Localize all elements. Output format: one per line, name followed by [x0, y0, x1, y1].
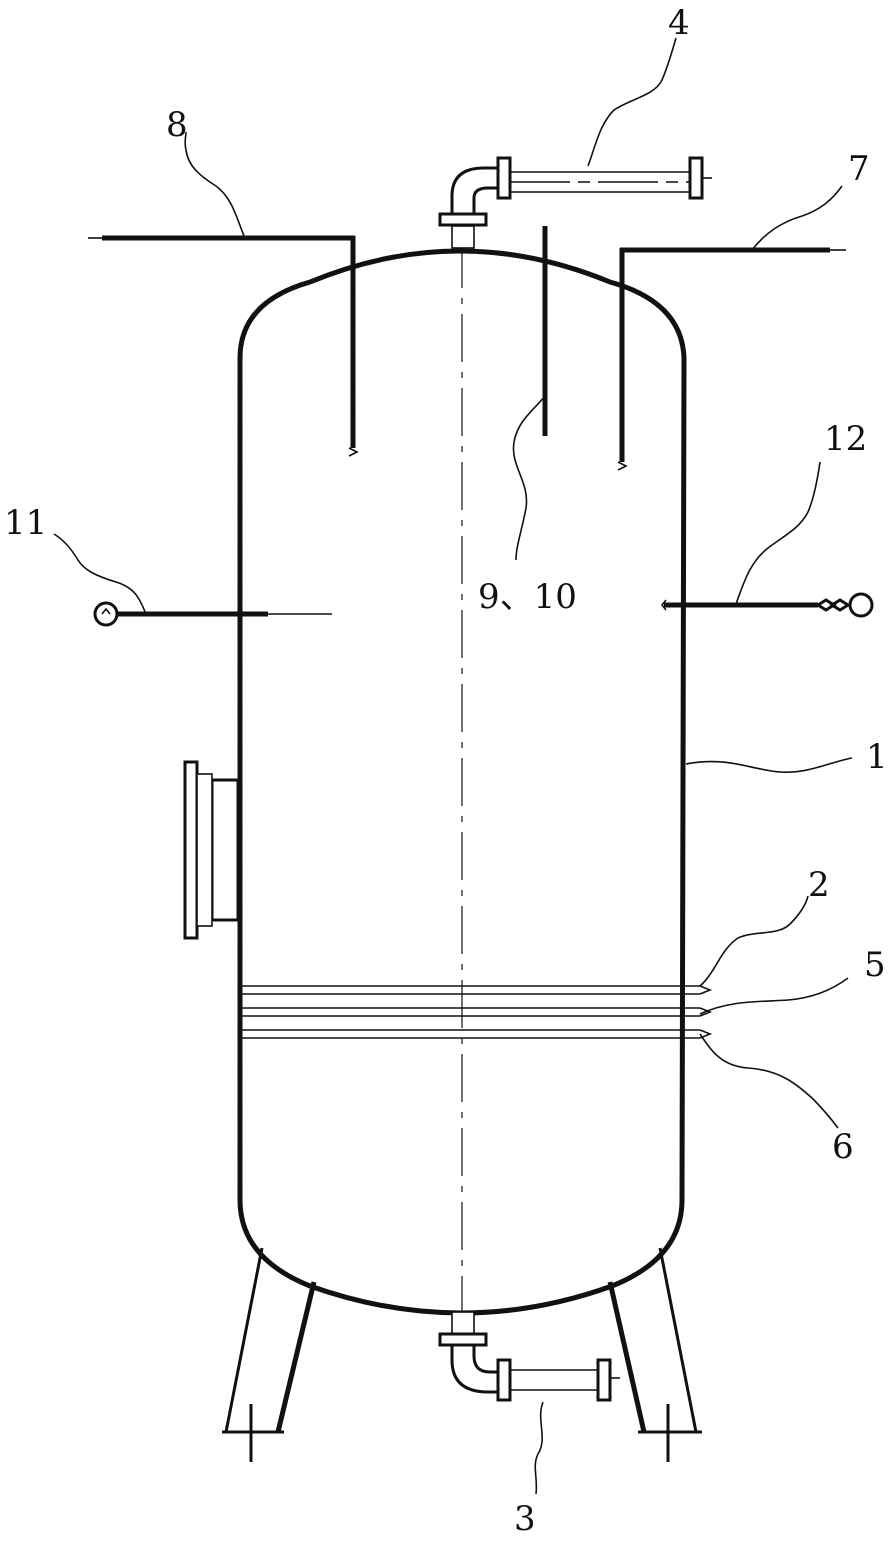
vessel-shell — [237, 248, 687, 1316]
label-3: 3 — [514, 1499, 536, 1536]
label-2: 2 — [808, 865, 830, 905]
leader-3 — [534, 1401, 544, 1495]
label-12: 12 — [824, 419, 867, 459]
leader-1 — [685, 757, 853, 773]
bottom-outlet-pipe — [438, 1311, 620, 1402]
leader-lines — [53, 37, 853, 1495]
pipe-8 — [88, 235, 359, 457]
leader-7 — [751, 185, 843, 251]
leader-6 — [699, 1033, 839, 1129]
leader-2 — [699, 895, 809, 987]
leader-12 — [735, 461, 821, 605]
callout-labels: 1 2 3 4 5 6 7 8 9、10 11 12 — [4, 3, 888, 1539]
pipe-7 — [617, 247, 846, 471]
left-leg — [222, 1247, 317, 1462]
support-legs — [222, 1247, 702, 1462]
leader-9-10 — [512, 395, 546, 561]
label-7: 7 — [848, 149, 870, 189]
label-4: 4 — [668, 3, 690, 43]
label-9-10: 9、10 — [478, 577, 577, 617]
rings-2-5-6 — [242, 985, 713, 1039]
top-inlet-pipe — [438, 156, 712, 249]
label-6: 6 — [832, 1127, 854, 1167]
label-1: 1 — [866, 737, 888, 777]
label-11: 11 — [4, 503, 47, 543]
leader-8 — [184, 131, 245, 237]
leader-11 — [53, 533, 147, 615]
leader-5 — [699, 977, 849, 1015]
leader-4 — [587, 37, 677, 167]
manhole-flange — [183, 760, 240, 940]
gauge-11 — [93, 601, 332, 627]
label-8: 8 — [166, 105, 188, 145]
label-5: 5 — [864, 945, 886, 985]
rod-12 — [660, 592, 874, 618]
right-leg — [607, 1247, 702, 1462]
